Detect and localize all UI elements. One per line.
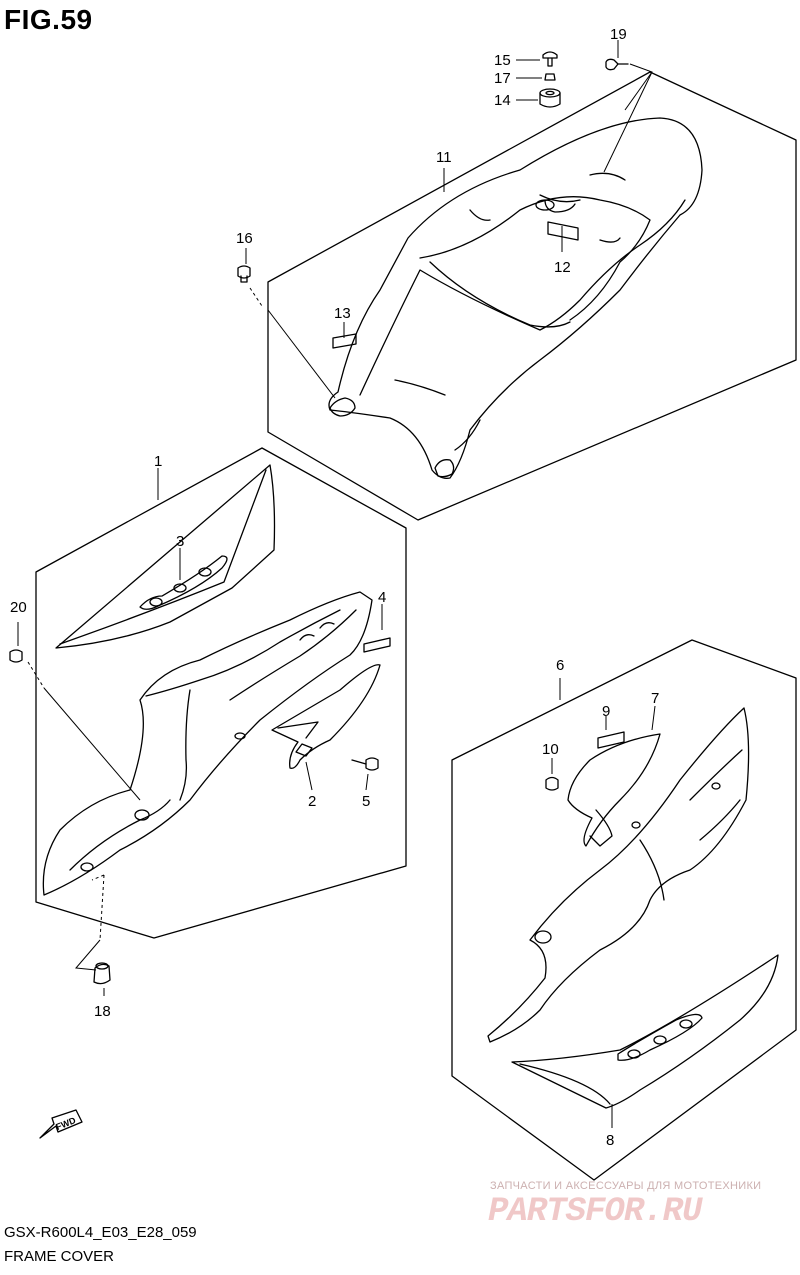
callout-12: 12	[554, 259, 571, 276]
part-bracket-7	[567, 733, 661, 847]
part-label-9	[597, 731, 625, 749]
callout-10: 10	[542, 741, 559, 758]
callout-5: 5	[362, 793, 370, 810]
callout-2: 2	[308, 793, 316, 810]
callout-11: 11	[436, 149, 452, 166]
callout-1: 1	[154, 453, 162, 470]
part-nut-17	[544, 73, 556, 81]
section-name: FRAME COVER	[4, 1248, 115, 1265]
callout-15: 15	[494, 52, 511, 69]
part-cushion-14	[539, 88, 561, 108]
group-box-right-frame-cover	[451, 639, 797, 1181]
group-box-tail-cover	[267, 71, 797, 521]
watermark-tagline: ЗАПЧАСТИ И АКСЕССУАРЫ ДЛЯ МОТОТЕХНИКИ	[490, 1180, 762, 1192]
figure-title: FIG.59	[4, 4, 93, 35]
callout-16: 16	[236, 230, 253, 247]
callout-7: 7	[651, 690, 659, 707]
watermark-logo: PARTSFOR.RU	[488, 1193, 702, 1231]
part-label-12	[547, 221, 579, 241]
part-label-4	[363, 637, 391, 653]
part-side-cover-6	[487, 707, 750, 1043]
callout-9: 9	[602, 703, 610, 720]
callout-8: 8	[606, 1132, 614, 1149]
callout-13: 13	[334, 305, 351, 322]
group-box-left-frame-cover	[35, 447, 407, 939]
part-nut-20	[9, 649, 23, 663]
part-screw-5	[351, 757, 379, 771]
callout-3: 3	[176, 533, 184, 550]
part-label-13	[332, 333, 357, 349]
callout-17: 17	[494, 70, 511, 87]
part-tail-cover	[328, 117, 703, 479]
fwd-arrow-icon	[39, 1109, 83, 1139]
part-trim-panel-3	[55, 464, 276, 649]
callout-19: 19	[610, 26, 627, 43]
callout-20: 20	[10, 599, 27, 616]
callout-4: 4	[378, 589, 386, 606]
part-grommet-18	[93, 962, 111, 985]
part-bolt-16	[237, 265, 251, 283]
part-side-cover-1	[42, 591, 373, 896]
part-trim-panel-8	[511, 954, 779, 1109]
part-bolt-19	[605, 58, 629, 71]
part-screw-15	[542, 51, 558, 67]
callout-18: 18	[94, 1003, 111, 1020]
callout-6: 6	[556, 657, 564, 674]
model-code: GSX-R600L4_E03_E28_059	[4, 1224, 197, 1241]
part-bracket-2	[271, 664, 381, 769]
callout-14: 14	[494, 92, 511, 109]
part-screw-10	[545, 776, 559, 791]
